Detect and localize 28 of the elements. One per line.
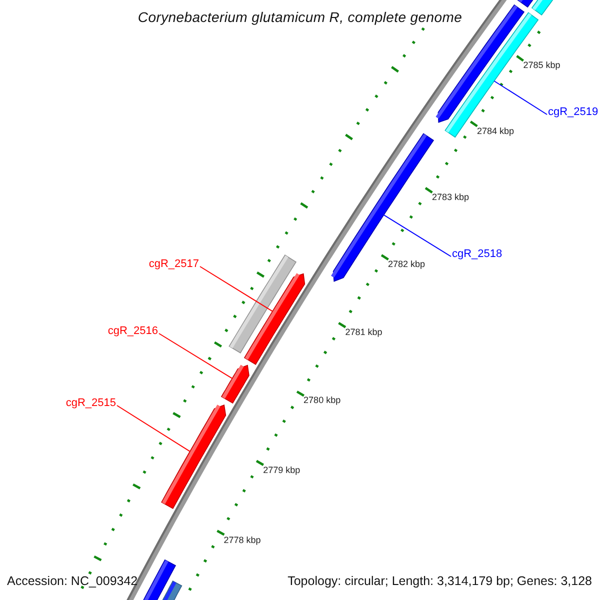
gene-bar xyxy=(161,404,226,510)
genome-summary-text: Topology: circular; Length: 3,314,179 bp; Genes: 3,128 xyxy=(288,573,592,590)
tick-label: 2778 kbp xyxy=(224,534,261,546)
tick-label: 2781 kbp xyxy=(345,326,382,338)
gene-bar xyxy=(220,364,250,404)
gene-bar xyxy=(162,580,182,600)
diagram-title: Corynebacterium glutamicum R, complete genome xyxy=(138,9,462,25)
leader-line xyxy=(158,333,233,379)
gene-label: cgR_2519 xyxy=(548,106,598,119)
tick-label: 2780 kbp xyxy=(304,395,341,406)
gene-label: cgR_2517 xyxy=(148,258,199,271)
gene-bar xyxy=(517,0,535,8)
tick-label: 2785 kbp xyxy=(523,60,560,72)
gene-label: cgR_2515 xyxy=(66,397,116,410)
accession-text: Accession: NC_009342 xyxy=(7,573,138,590)
tick-label: 2782 kbp xyxy=(388,259,426,270)
leader-line xyxy=(383,214,452,257)
tick-label: 2783 kbp xyxy=(432,192,469,204)
tick-label: 2779 kbp xyxy=(263,464,300,476)
tick-label: 2784 kbp xyxy=(477,126,514,137)
leader-line xyxy=(494,80,548,115)
gene-bar xyxy=(331,133,434,282)
gene-bar xyxy=(244,273,306,365)
gene-label: cgR_2516 xyxy=(108,325,158,338)
leader-line xyxy=(200,266,274,312)
leader-line xyxy=(116,405,190,452)
gene-label: cgR_2518 xyxy=(452,248,502,261)
gene-bar xyxy=(531,0,554,16)
